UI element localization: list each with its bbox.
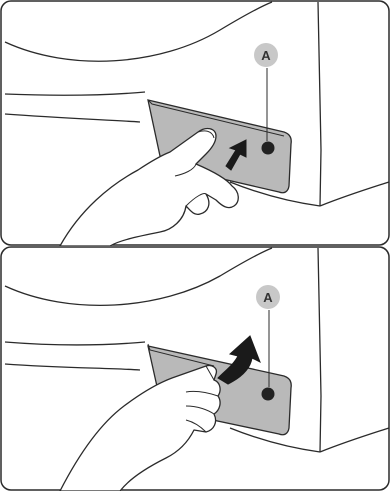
filter-marker bbox=[262, 142, 275, 155]
step-1-panel: A bbox=[0, 0, 390, 246]
callout-label: A bbox=[261, 48, 271, 63]
step-1-drawing: A bbox=[0, 0, 390, 246]
filter-marker bbox=[262, 388, 275, 401]
callout-label: A bbox=[263, 290, 273, 305]
step-2-drawing: A bbox=[0, 246, 390, 491]
step-2-panel: A bbox=[0, 246, 390, 491]
